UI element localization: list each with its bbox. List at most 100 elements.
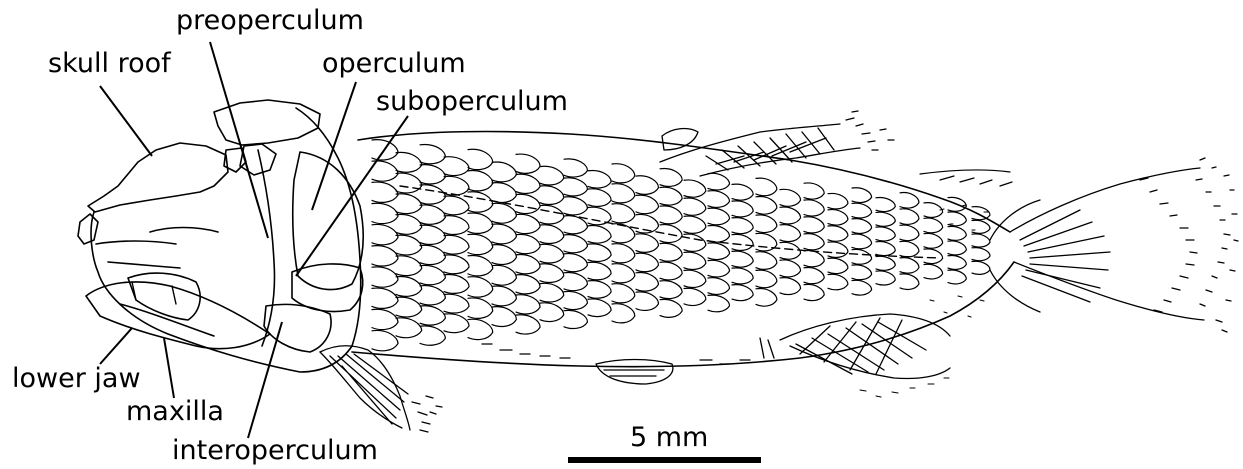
scale xyxy=(612,184,635,203)
scale xyxy=(468,277,493,297)
scale xyxy=(924,218,943,233)
scale xyxy=(540,166,564,185)
scale xyxy=(612,264,635,283)
scale xyxy=(588,244,611,262)
scale xyxy=(708,278,730,295)
ventral-fragments xyxy=(482,338,774,384)
scale xyxy=(444,196,469,215)
scale-bar-label: 5 mm xyxy=(630,422,708,453)
scale xyxy=(852,188,872,203)
scale xyxy=(972,234,990,247)
jaw-bones xyxy=(96,228,218,337)
scale xyxy=(420,245,445,264)
scale xyxy=(660,169,682,187)
scale xyxy=(468,149,493,169)
lateral-line xyxy=(400,186,940,258)
scale xyxy=(780,189,801,206)
scale xyxy=(732,268,753,284)
scale xyxy=(420,185,445,204)
scale xyxy=(732,285,753,301)
scale xyxy=(420,205,445,224)
scale xyxy=(420,326,445,345)
scale xyxy=(564,197,587,215)
scale xyxy=(948,226,966,240)
scale xyxy=(972,248,990,261)
scale-bar-line xyxy=(568,457,761,463)
scale xyxy=(900,209,919,225)
scale xyxy=(660,299,682,317)
scale xyxy=(492,307,516,327)
scale xyxy=(636,176,658,195)
scale xyxy=(516,214,540,233)
skull-roof-plates xyxy=(78,100,320,244)
scale xyxy=(444,216,469,235)
scale xyxy=(732,184,753,200)
scale xyxy=(732,218,753,234)
scale xyxy=(540,283,564,302)
leader-lower-jaw xyxy=(100,328,132,364)
scale xyxy=(420,265,445,284)
scale xyxy=(612,164,635,183)
scale xyxy=(708,191,730,208)
scale xyxy=(876,198,895,212)
scale xyxy=(564,178,587,196)
scale xyxy=(756,215,777,233)
label-suboperculum: suboperculum xyxy=(376,86,568,117)
scale xyxy=(684,270,706,287)
scale xyxy=(516,234,540,253)
scale xyxy=(492,224,516,244)
scale xyxy=(900,225,919,241)
scale xyxy=(804,251,824,267)
dorsal-fin xyxy=(660,111,894,176)
scale xyxy=(828,242,848,257)
scale xyxy=(516,174,540,193)
scale xyxy=(372,203,398,223)
scale xyxy=(660,187,682,205)
scale xyxy=(708,243,730,260)
scale xyxy=(420,225,445,244)
scale xyxy=(540,225,564,244)
scale xyxy=(684,252,706,269)
label-skull-roof: skull roof xyxy=(48,48,172,79)
scale xyxy=(876,227,895,241)
scale xyxy=(972,207,990,220)
scale xyxy=(684,288,706,305)
scale-bar: 5 mm xyxy=(568,422,761,463)
scale xyxy=(396,235,422,255)
scale xyxy=(444,255,469,274)
scale xyxy=(900,193,919,209)
scale xyxy=(540,264,564,283)
suboperculum-outline xyxy=(292,264,363,312)
scale xyxy=(372,309,398,329)
scale xyxy=(804,217,824,233)
scale xyxy=(468,298,493,318)
scale xyxy=(540,186,564,205)
leader-suboperculum xyxy=(296,116,408,276)
preoperculum-outline xyxy=(258,150,275,346)
scale xyxy=(708,260,730,277)
scale xyxy=(588,262,611,280)
scale xyxy=(900,241,919,257)
scale xyxy=(756,178,777,196)
scale xyxy=(468,192,493,212)
scale xyxy=(684,180,706,197)
scale xyxy=(588,189,611,207)
scale xyxy=(588,299,611,317)
scale xyxy=(636,234,658,253)
operculum-outline xyxy=(293,152,363,290)
scale xyxy=(876,242,895,256)
scale xyxy=(924,249,943,264)
scale xyxy=(444,275,469,294)
scale xyxy=(492,286,516,306)
scale xyxy=(876,256,895,270)
scale xyxy=(492,183,516,203)
label-maxilla: maxilla xyxy=(126,396,224,427)
scale xyxy=(948,256,966,270)
scale xyxy=(804,268,824,284)
scale xyxy=(708,208,730,225)
scale xyxy=(924,233,943,248)
scale xyxy=(516,255,540,274)
scale xyxy=(900,274,919,290)
scale xyxy=(564,254,587,272)
